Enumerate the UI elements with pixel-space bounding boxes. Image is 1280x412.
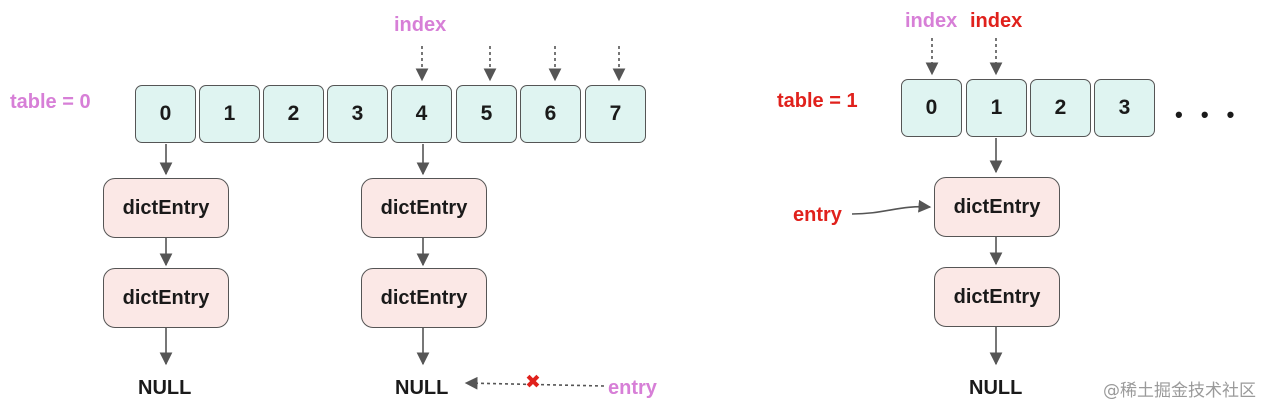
dict-entry: dictEntry: [361, 268, 487, 328]
bucket-0: 0: [901, 79, 962, 137]
bucket-2: 2: [1030, 79, 1091, 137]
dict-entry: dictEntry: [103, 268, 229, 328]
entry-curved-arrow: [851, 199, 932, 215]
ellipsis: • • •: [1175, 102, 1241, 127]
cross-icon: ✖: [525, 372, 541, 393]
null-label: NULL: [969, 377, 1023, 399]
bucket-5: 5: [456, 85, 517, 143]
entry-dashed-arrow: [464, 376, 605, 390]
index-old-label: index: [905, 10, 958, 32]
dict-entry: dictEntry: [103, 178, 229, 238]
table-0-label: table = 0: [10, 91, 91, 113]
bucket-3: 3: [327, 85, 388, 143]
bucket-0: 0: [135, 85, 196, 143]
entry-label: entry: [793, 204, 842, 226]
watermark: @稀土掘金技术社区: [1103, 381, 1256, 401]
null-label: NULL: [395, 377, 449, 399]
bucket-2: 2: [263, 85, 324, 143]
entry-label: entry: [608, 377, 657, 399]
bucket-4: 4: [391, 85, 452, 143]
bucket-1: 1: [199, 85, 260, 143]
bucket-7: 7: [585, 85, 646, 143]
dict-entry: dictEntry: [934, 267, 1060, 327]
index-new-label: index: [970, 10, 1023, 32]
null-label: NULL: [138, 377, 192, 399]
bucket-6: 6: [520, 85, 581, 143]
bucket-1: 1: [966, 79, 1027, 137]
dict-entry: dictEntry: [934, 177, 1060, 237]
index-label: index: [394, 14, 447, 36]
table-1-label: table = 1: [777, 90, 858, 112]
bucket-3: 3: [1094, 79, 1155, 137]
dict-entry: dictEntry: [361, 178, 487, 238]
